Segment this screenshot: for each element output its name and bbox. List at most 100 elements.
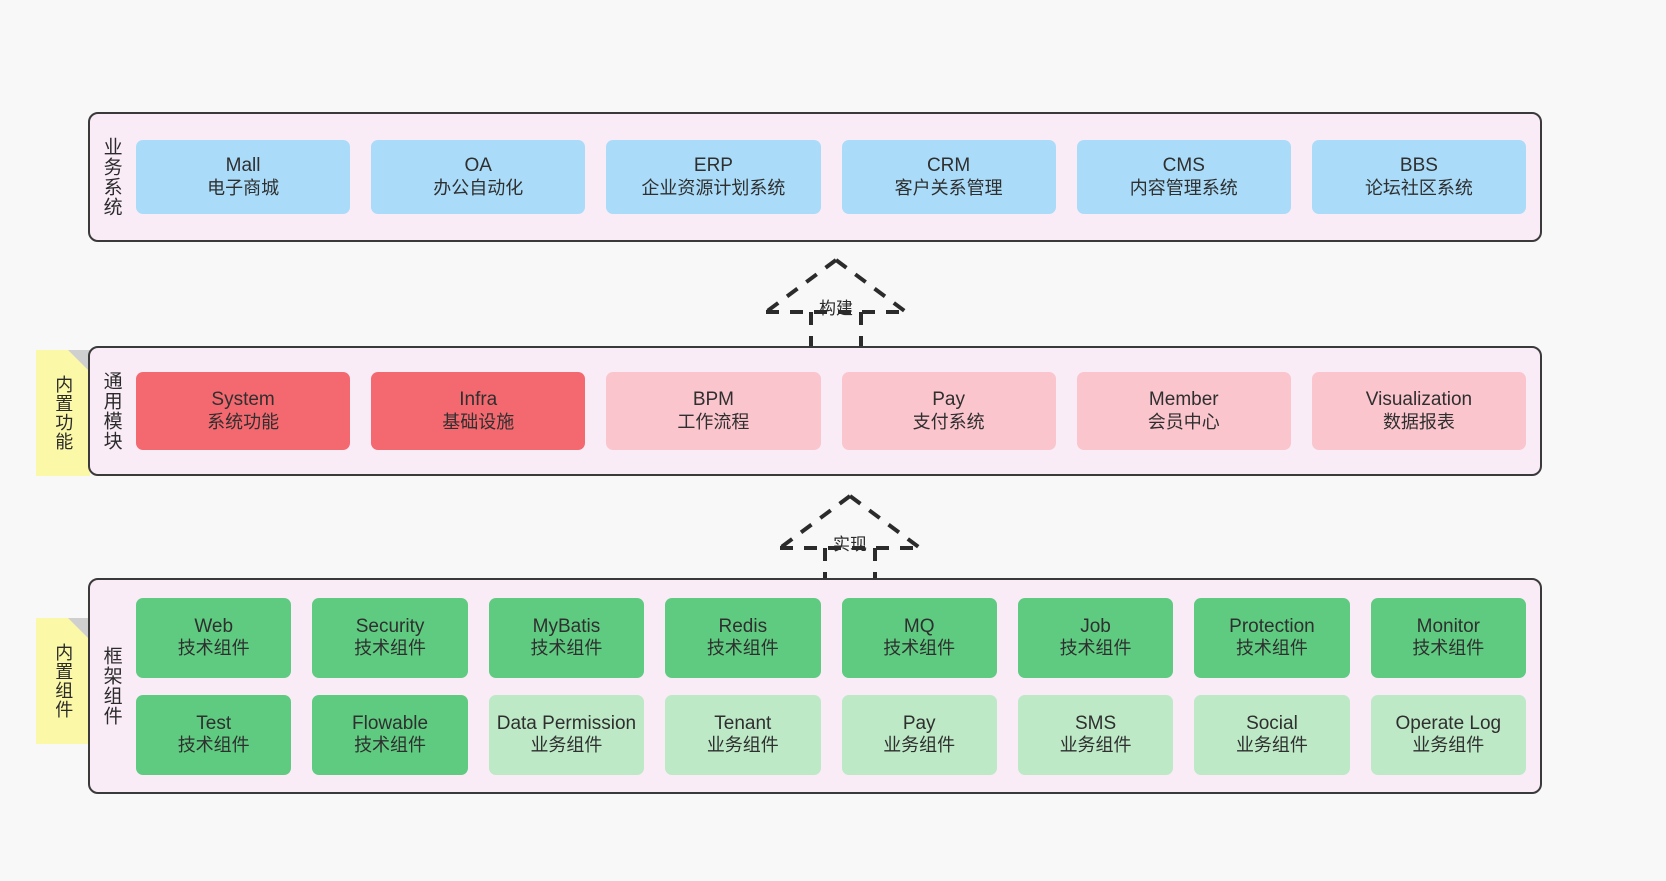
page-fold-icon xyxy=(68,350,90,372)
card-title-en: Protection xyxy=(1229,615,1315,637)
card-redis[interactable]: Redis 技术组件 xyxy=(665,597,821,678)
card-title-cn: 技术组件 xyxy=(177,735,250,756)
card-title-en: Web xyxy=(194,615,234,637)
card-title-cn: 客户关系管理 xyxy=(894,177,1003,198)
card-erp[interactable]: ERP 企业资源计划系统 xyxy=(606,140,821,214)
card-data-permission[interactable]: Data Permission 业务组件 xyxy=(488,694,645,775)
sticky-note-builtin-functions: 内置功能 xyxy=(36,350,90,476)
card-title-cn: 技术组件 xyxy=(1235,638,1308,659)
sticky-note-builtin-components: 内置组件 xyxy=(36,618,90,744)
card-title-cn: 业务组件 xyxy=(1059,735,1132,756)
card-title-en: System xyxy=(211,389,275,411)
card-title-cn: 技术组件 xyxy=(706,638,779,659)
card-title-en: ERP xyxy=(693,155,733,177)
card-bpm[interactable]: BPM 工作流程 xyxy=(606,372,821,450)
card-security[interactable]: Security 技术组件 xyxy=(312,597,468,678)
card-title-en: BBS xyxy=(1399,155,1438,177)
card-protection[interactable]: Protection 技术组件 xyxy=(1194,597,1350,678)
card-visualization[interactable]: Visualization 数据报表 xyxy=(1311,372,1527,450)
card-flowable[interactable]: Flowable 技术组件 xyxy=(312,694,468,775)
card-title-cn: 技术组件 xyxy=(177,638,250,659)
card-job[interactable]: Job 技术组件 xyxy=(1017,597,1174,678)
card-title-en: CRM xyxy=(926,155,971,177)
card-title-en: Infra xyxy=(459,389,498,411)
layer-framework-components: 框架组件 Web 技术组件 Security 技术组件 MyBatis 技术组件… xyxy=(88,578,1542,794)
card-title-cn: 内容管理系统 xyxy=(1129,177,1238,198)
layer-title-common-modules: 通用模块 xyxy=(100,371,122,451)
card-operate-log[interactable]: Operate Log 业务组件 xyxy=(1370,694,1526,775)
layer-common-modules: 通用模块 System 系统功能 Infra 基础设施 BPM 工作流程 Pay… xyxy=(88,346,1542,476)
card-title-en: Pay xyxy=(932,389,965,411)
card-title-en: Member xyxy=(1148,389,1219,411)
card-tenant[interactable]: Tenant 业务组件 xyxy=(665,694,821,775)
card-sms[interactable]: SMS 业务组件 xyxy=(1017,694,1174,775)
card-title-en: SMS xyxy=(1074,712,1117,734)
card-row: Mall 电子商城 OA 办公自动化 ERP 企业资源计划系统 CRM 客户关系… xyxy=(136,140,1527,214)
card-title-cn: 技术组件 xyxy=(1412,638,1485,659)
card-title-en: Monitor xyxy=(1416,615,1480,637)
card-crm[interactable]: CRM 客户关系管理 xyxy=(841,140,1056,214)
arrow-label-realize: 实现 xyxy=(833,535,867,554)
card-title-cn: 数据报表 xyxy=(1382,411,1455,432)
card-title-cn: 办公自动化 xyxy=(433,177,524,198)
card-title-cn: 技术组件 xyxy=(354,735,427,756)
card-cms[interactable]: CMS 内容管理系统 xyxy=(1076,140,1291,214)
card-row: Web 技术组件 Security 技术组件 MyBatis 技术组件 Redi… xyxy=(136,597,1526,678)
card-row: System 系统功能 Infra 基础设施 BPM 工作流程 Pay 支付系统… xyxy=(136,372,1527,450)
card-title-en: Data Permission xyxy=(496,712,637,734)
card-title-en: Test xyxy=(196,712,232,734)
card-title-en: BPM xyxy=(692,389,735,411)
card-oa[interactable]: OA 办公自动化 xyxy=(371,140,586,214)
card-web[interactable]: Web 技术组件 xyxy=(136,597,292,678)
card-row: Test 技术组件 Flowable 技术组件 Data Permission … xyxy=(136,694,1526,775)
card-title-en: Tenant xyxy=(714,712,772,734)
card-mall[interactable]: Mall 电子商城 xyxy=(136,140,351,214)
card-title-en: Visualization xyxy=(1365,389,1473,411)
card-title-cn: 技术组件 xyxy=(883,638,956,659)
card-pay-component[interactable]: Pay 业务组件 xyxy=(841,694,997,775)
card-infra[interactable]: Infra 基础设施 xyxy=(371,372,586,450)
card-title-cn: 业务组件 xyxy=(1412,735,1485,756)
arrow-label-build: 构建 xyxy=(819,299,853,318)
card-title-en: Flowable xyxy=(352,712,429,734)
card-pay-module[interactable]: Pay 支付系统 xyxy=(841,372,1056,450)
card-title-cn: 论坛社区系统 xyxy=(1364,177,1473,198)
card-title-en: MQ xyxy=(903,615,935,637)
card-title-cn: 业务组件 xyxy=(1235,735,1308,756)
card-mybatis[interactable]: MyBatis 技术组件 xyxy=(488,597,645,678)
card-title-en: Mall xyxy=(225,155,261,177)
card-title-cn: 业务组件 xyxy=(883,735,956,756)
card-title-cn: 技术组件 xyxy=(354,638,427,659)
layer-body-common-modules: System 系统功能 Infra 基础设施 BPM 工作流程 Pay 支付系统… xyxy=(132,348,1540,474)
sticky-note-text: 内置功能 xyxy=(53,375,74,451)
card-title-cn: 技术组件 xyxy=(530,638,603,659)
card-title-en: Social xyxy=(1246,712,1298,734)
card-title-en: CMS xyxy=(1162,155,1205,177)
layer-business-system: 业务系统 Mall 电子商城 OA 办公自动化 ERP 企业资源计划系统 CRM… xyxy=(88,112,1542,242)
card-title-en: Job xyxy=(1080,615,1111,637)
layer-title-framework-components: 框架组件 xyxy=(100,646,122,726)
card-system[interactable]: System 系统功能 xyxy=(136,372,351,450)
card-title-cn: 会员中心 xyxy=(1147,411,1220,432)
card-test[interactable]: Test 技术组件 xyxy=(136,694,292,775)
card-monitor[interactable]: Monitor 技术组件 xyxy=(1370,597,1526,678)
card-bbs[interactable]: BBS 论坛社区系统 xyxy=(1311,140,1527,214)
card-member[interactable]: Member 会员中心 xyxy=(1076,372,1291,450)
card-title-cn: 系统功能 xyxy=(207,411,280,432)
card-title-en: Pay xyxy=(902,712,936,734)
generalization-arrow-realize: 实现 xyxy=(770,492,930,586)
card-title-cn: 电子商城 xyxy=(207,177,280,198)
card-title-cn: 技术组件 xyxy=(1059,638,1132,659)
generalization-arrow-build: 构建 xyxy=(756,256,916,350)
card-mq[interactable]: MQ 技术组件 xyxy=(841,597,997,678)
card-social[interactable]: Social 业务组件 xyxy=(1194,694,1350,775)
card-title-cn: 业务组件 xyxy=(706,735,779,756)
card-title-cn: 工作流程 xyxy=(677,411,750,432)
card-title-cn: 支付系统 xyxy=(912,411,985,432)
sticky-note-text: 内置组件 xyxy=(53,643,74,719)
card-title-en: Redis xyxy=(718,615,768,637)
layer-title-business-system: 业务系统 xyxy=(100,137,122,217)
layer-body-business-system: Mall 电子商城 OA 办公自动化 ERP 企业资源计划系统 CRM 客户关系… xyxy=(132,114,1540,240)
card-title-cn: 业务组件 xyxy=(530,735,603,756)
